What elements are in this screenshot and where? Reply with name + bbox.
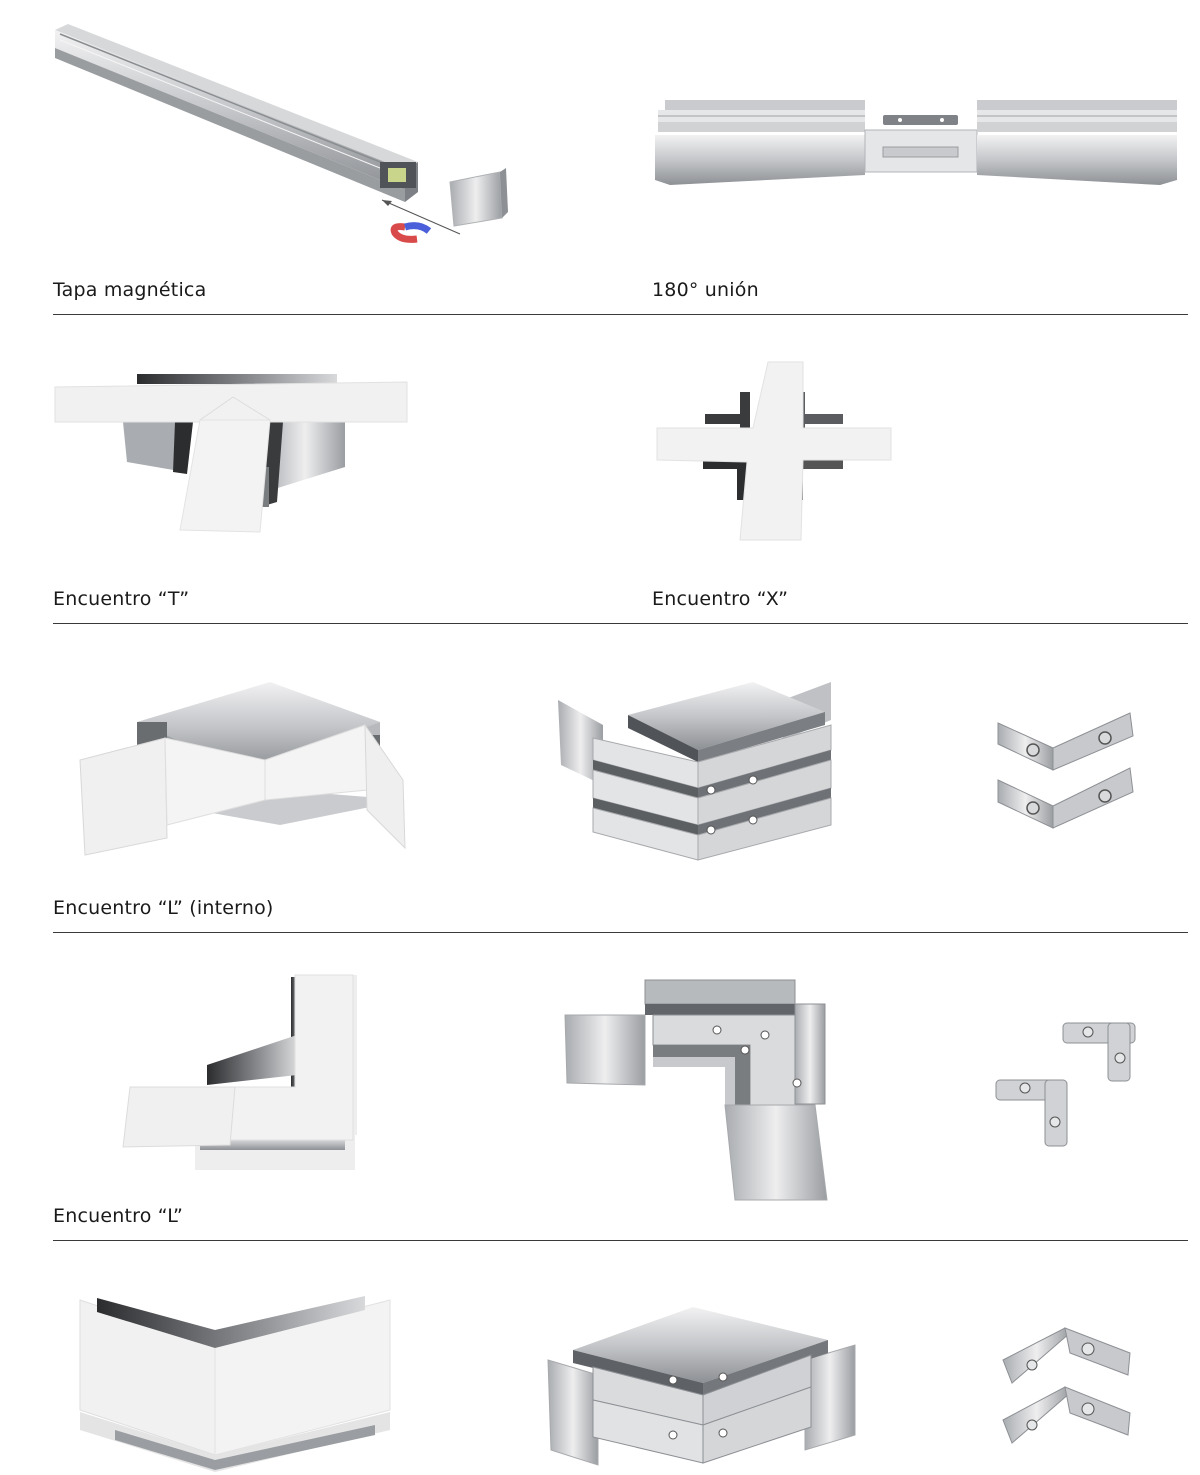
caption-encuentro-l: Encuentro “L” xyxy=(53,1205,184,1227)
encuentro-l-externo-frame-image xyxy=(547,1307,856,1466)
tapa-magnetica-image xyxy=(55,24,508,243)
encuentro-l-interno-frame-image xyxy=(558,682,832,861)
encuentro-l-image xyxy=(122,974,357,1170)
section-divider xyxy=(53,932,1188,933)
encuentro-l-frame-image xyxy=(564,979,828,1201)
encuentro-x-image xyxy=(656,361,892,541)
section-divider xyxy=(53,314,1188,315)
caption-tapa-magnetica: Tapa magnética xyxy=(53,279,207,301)
encuentro-l-externo-image xyxy=(79,1296,391,1472)
section-divider xyxy=(53,623,1188,624)
caption-encuentro-t: Encuentro “T” xyxy=(53,588,190,610)
union-180-image xyxy=(655,100,1177,185)
caption-union-180: 180° unión xyxy=(652,279,759,301)
encuentro-t-image xyxy=(54,374,408,533)
encuentro-l-externo-brackets-image xyxy=(1002,1327,1131,1444)
section-divider xyxy=(53,1240,1188,1241)
caption-encuentro-l-interno: Encuentro “L” (interno) xyxy=(53,897,274,919)
encuentro-l-interno-brackets-image xyxy=(997,712,1134,829)
encuentro-l-interno-image xyxy=(79,682,406,856)
encuentro-l-brackets-image xyxy=(995,1022,1136,1147)
caption-encuentro-x: Encuentro “X” xyxy=(652,588,789,610)
